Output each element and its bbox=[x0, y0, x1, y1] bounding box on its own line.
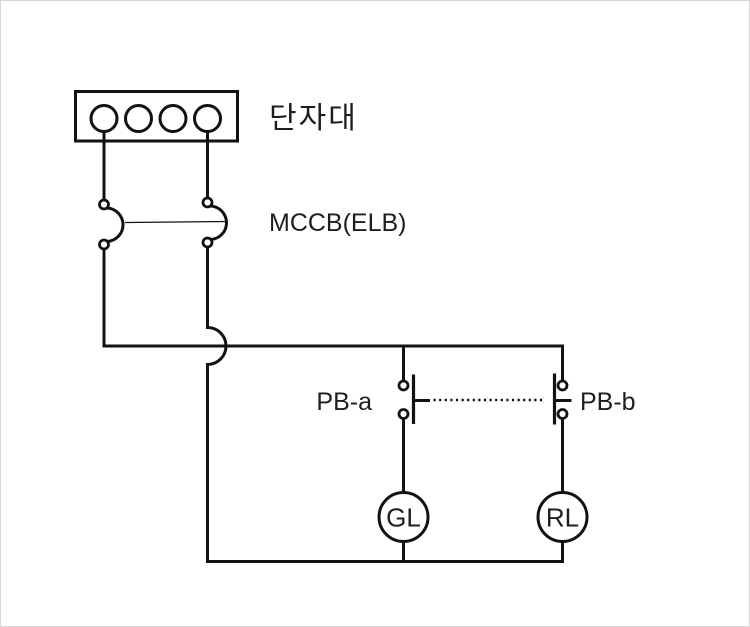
gl-lamp-label: GL bbox=[386, 503, 421, 533]
terminal-hole-1 bbox=[89, 104, 119, 133]
mccb-label: MCCB(ELB) bbox=[269, 209, 407, 237]
mccb-linkage-line bbox=[124, 220, 228, 224]
rl-lamp-label: RL bbox=[546, 503, 579, 533]
wire-top-bus bbox=[102, 249, 564, 381]
mccb-pole2-arc bbox=[210, 204, 228, 241]
mccb-pole1-arc bbox=[107, 206, 125, 243]
diagram-graphics bbox=[74, 90, 589, 563]
terminal-block-label: 단자대 bbox=[269, 102, 358, 135]
terminal-hole-3 bbox=[158, 104, 188, 133]
pb-b-top-contact bbox=[556, 379, 569, 392]
mccb-pole2-top-contact bbox=[201, 196, 214, 209]
rl-lamp-circle bbox=[536, 491, 589, 543]
diagram-labels: 단자대 MCCB(ELB) PB-a PB-b GL RL bbox=[269, 102, 636, 533]
terminal-hole-2 bbox=[124, 104, 153, 133]
pb-a-label: PB-a bbox=[316, 388, 372, 416]
pb-a-bottom-contact bbox=[397, 408, 410, 420]
mccb-breaker-symbol bbox=[98, 196, 228, 251]
pb-b-bottom-contact bbox=[556, 408, 569, 420]
pb-b-label: PB-b bbox=[580, 388, 636, 416]
mccb-pole1-top-contact bbox=[98, 198, 110, 211]
mccb-pole2-bottom-contact bbox=[201, 236, 214, 249]
lamp-rl-symbol bbox=[536, 491, 589, 543]
wire-bottom-bus-with-hop bbox=[206, 247, 564, 563]
terminal-hole-4 bbox=[193, 104, 222, 133]
lamp-gl-symbol bbox=[377, 491, 430, 562]
pb-a-top-contact bbox=[397, 379, 410, 392]
terminal-block-symbol bbox=[74, 90, 239, 143]
pushbutton-pb-b-symbol bbox=[552, 373, 572, 493]
pushbutton-pb-a-symbol bbox=[397, 346, 430, 493]
mccb-pole1-bottom-contact bbox=[98, 238, 110, 251]
terminal-block-body bbox=[74, 90, 239, 143]
